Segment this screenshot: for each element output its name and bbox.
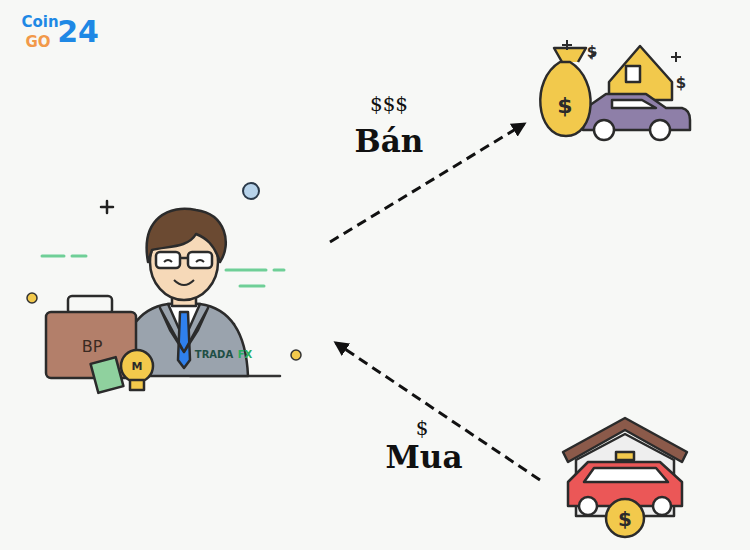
brand-text: FX bbox=[238, 350, 253, 360]
buy-arrow bbox=[336, 343, 540, 480]
dollar-symbol: $ bbox=[557, 95, 572, 117]
logo-text: Coin bbox=[21, 15, 58, 30]
bulb-text: M bbox=[132, 361, 143, 372]
money-label: $$$ bbox=[370, 94, 408, 114]
briefcase-text: BP bbox=[82, 339, 103, 355]
wealth-icon bbox=[540, 40, 690, 140]
garage-icon bbox=[563, 418, 687, 537]
logo-number: 24 bbox=[57, 17, 99, 47]
dollar-symbol: $ bbox=[618, 509, 632, 529]
trader-figure bbox=[46, 209, 248, 393]
brand-text: TRADA bbox=[195, 350, 233, 360]
action-label: Mua bbox=[386, 442, 463, 473]
dollar-symbol: $ bbox=[587, 45, 597, 60]
sell-arrow bbox=[330, 124, 524, 242]
action-label: Bán bbox=[355, 126, 424, 157]
dollar-symbol: $ bbox=[676, 76, 686, 91]
money-label: $ bbox=[416, 418, 429, 438]
logo-text: GO bbox=[25, 35, 50, 50]
